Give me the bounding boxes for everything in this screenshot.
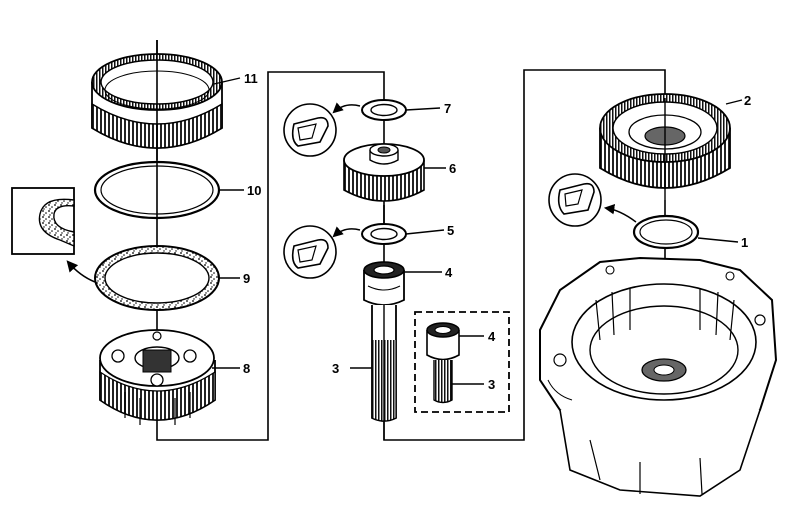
leader-lines [212,77,743,385]
drum-11 [91,40,223,160]
callout-6: 6 [449,161,456,176]
bushing-4-main [363,261,405,306]
callout-10: 10 [247,183,261,198]
callout-9: 9 [243,271,250,286]
shaft-3-main [371,305,397,440]
seal-detail-circle-right [548,173,637,227]
clutch-drum-2 [599,93,731,200]
callout-3-inset: 3 [488,377,495,392]
washer-detail-circle-upper [283,102,361,157]
callout-7: 7 [444,101,451,116]
callout-labels: 11 10 9 8 7 6 5 4 3 4 3 2 1 [243,71,751,392]
callout-2: 2 [744,93,751,108]
callout-8: 8 [243,361,250,376]
thrust-washer-7 [361,99,407,121]
thrust-washer-5 [361,223,407,245]
callout-11: 11 [244,71,258,86]
seal-ring-1 [632,214,700,250]
seal-detail-inset [11,187,96,283]
seal-ring-9 [94,245,220,311]
callout-3-main: 3 [332,361,339,376]
callout-4-main: 4 [445,265,453,280]
sun-gear-6 [343,143,425,202]
callout-5: 5 [447,223,454,238]
snap-ring-10 [93,160,221,220]
callout-4-inset: 4 [488,329,496,344]
callout-1: 1 [741,235,748,250]
transmission-case [539,256,778,497]
carrier-8 [99,329,216,425]
alternate-part-inset [414,311,510,413]
washer-detail-circle-lower [283,225,361,279]
